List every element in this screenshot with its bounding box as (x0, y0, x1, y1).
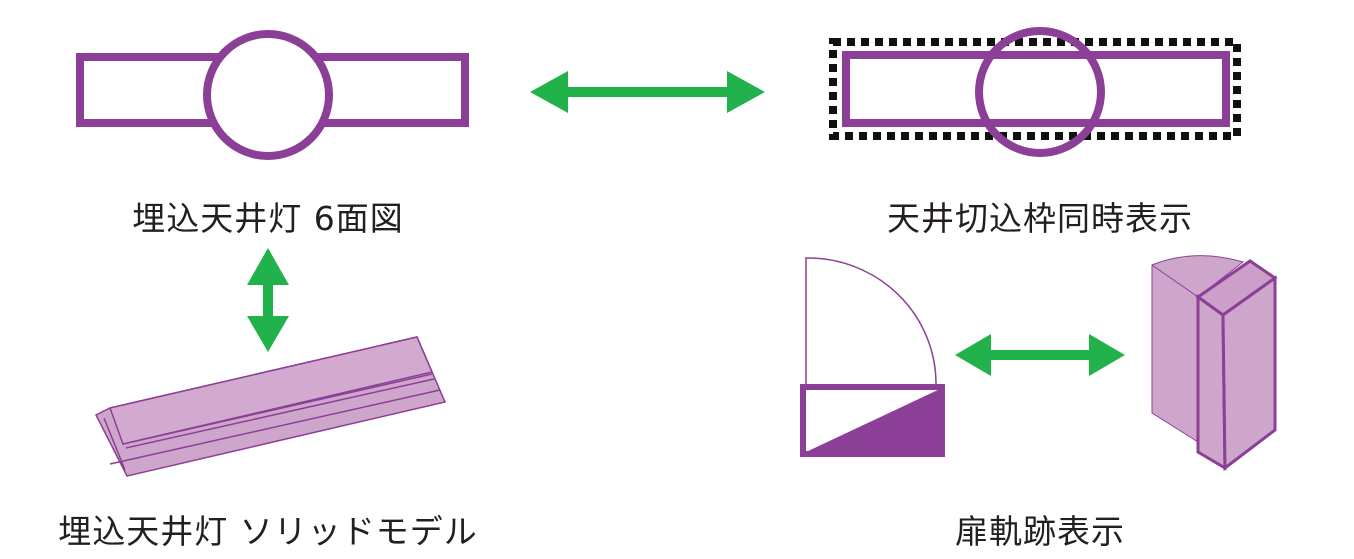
ceiling-light-six-view (76, 30, 469, 160)
double-arrow-vertical (247, 248, 289, 352)
label-ceiling-cut: 天井切込枠同時表示 (887, 199, 1193, 238)
door-swing-3d (1151, 255, 1278, 471)
double-arrow-horizontal-top (530, 71, 765, 113)
label-solid-model: 埋込天井灯 ソリッドモデル (58, 512, 478, 551)
ceiling-light-solid-model (94, 336, 447, 477)
door-swing-plan (800, 257, 945, 457)
double-arrow-horizontal-bottom (955, 334, 1125, 376)
ceiling-light-with-cut-frame (829, 27, 1241, 157)
label-door-swing: 扉軌跡表示 (955, 512, 1125, 551)
label-six-view: 埋込天井灯 6面図 (132, 199, 404, 238)
